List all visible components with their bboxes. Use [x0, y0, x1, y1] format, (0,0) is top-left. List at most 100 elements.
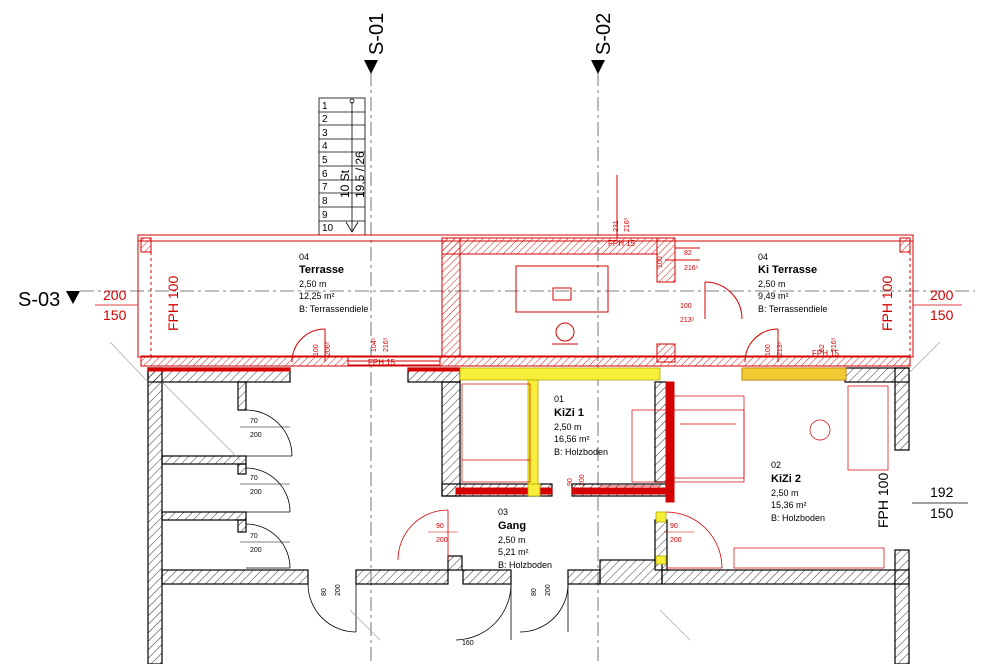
- svg-text:231: 231: [613, 220, 620, 232]
- svg-text:200: 200: [250, 432, 262, 439]
- svg-text:S-01: S-01: [366, 13, 388, 55]
- svg-text:FPH 15: FPH 15: [812, 349, 840, 358]
- svg-text:2,50 m: 2,50 m: [554, 422, 582, 432]
- svg-text:100: 100: [313, 344, 320, 356]
- staircase: [318, 97, 366, 236]
- svg-text:2,50 m: 2,50 m: [771, 488, 799, 498]
- svg-text:FPH 15: FPH 15: [608, 239, 636, 248]
- svg-text:04: 04: [299, 252, 309, 262]
- svg-text:Terrasse: Terrasse: [299, 264, 344, 276]
- svg-text:206⁵: 206⁵: [325, 341, 332, 356]
- svg-text:216⁵: 216⁵: [684, 265, 699, 272]
- doors: [245, 409, 569, 641]
- svg-text:B: Terrassendiele: B: Terrassendiele: [758, 304, 827, 314]
- svg-text:160: 160: [462, 640, 474, 647]
- svg-text:70: 70: [250, 533, 258, 540]
- svg-text:80: 80: [531, 588, 538, 596]
- svg-text:200: 200: [103, 287, 127, 303]
- new-walls: [459, 367, 847, 565]
- svg-text:B: Holzboden: B: Holzboden: [771, 513, 825, 523]
- svg-text:2,50 m: 2,50 m: [758, 279, 786, 289]
- svg-text:150: 150: [930, 505, 954, 521]
- svg-text:12,25 m²: 12,25 m²: [299, 291, 335, 301]
- svg-text:2: 2: [322, 114, 328, 125]
- svg-text:70: 70: [250, 475, 258, 482]
- svg-text:5: 5: [322, 155, 328, 166]
- svg-text:1: 1: [322, 101, 328, 112]
- svg-text:KiZi 1: KiZi 1: [554, 407, 584, 419]
- section-marker-s03: S-03: [18, 289, 80, 311]
- svg-text:216⁵: 216⁵: [383, 337, 390, 352]
- svg-text:100: 100: [765, 344, 772, 356]
- svg-text:100: 100: [680, 303, 692, 310]
- svg-text:10: 10: [322, 223, 334, 234]
- svg-text:200: 200: [579, 474, 586, 486]
- svg-text:90: 90: [436, 523, 444, 530]
- svg-text:150: 150: [103, 307, 127, 323]
- svg-text:200: 200: [335, 584, 342, 596]
- svg-text:8: 8: [322, 196, 328, 207]
- svg-text:B: Holzboden: B: Holzboden: [498, 560, 552, 570]
- svg-text:104⁵: 104⁵: [371, 337, 378, 352]
- svg-text:200: 200: [436, 537, 448, 544]
- svg-text:01: 01: [554, 394, 564, 404]
- doors-red: [397, 509, 723, 569]
- roof-lines: [109, 341, 941, 641]
- svg-text:213⁵: 213⁵: [777, 341, 784, 356]
- svg-text:4: 4: [322, 141, 328, 152]
- stair-ratio-label: 19,5 / 26: [353, 151, 367, 198]
- svg-text:S-03: S-03: [18, 289, 60, 311]
- svg-text:02: 02: [771, 460, 781, 470]
- svg-text:6: 6: [322, 169, 328, 180]
- svg-text:7: 7: [322, 182, 328, 193]
- svg-text:15,36 m²: 15,36 m²: [771, 500, 807, 510]
- svg-text:KiZi 2: KiZi 2: [771, 473, 801, 485]
- svg-text:150: 150: [930, 307, 954, 323]
- svg-text:192: 192: [930, 484, 954, 500]
- section-marker-s02: S-02: [591, 13, 615, 74]
- svg-text:213⁵: 213⁵: [680, 317, 695, 324]
- room-kizi2: 02 KiZi 2 2,50 m 15,36 m² B: Holzboden: [771, 460, 825, 523]
- svg-text:FPH 100: FPH 100: [875, 473, 891, 528]
- svg-text:90: 90: [670, 523, 678, 530]
- svg-text:FPH 100: FPH 100: [165, 276, 181, 331]
- terrace-outline: [137, 175, 914, 367]
- room-ki-terrasse: 04 Ki Terrasse 2,50 m 9,49 m² B: Terrass…: [758, 252, 827, 314]
- svg-text:9,49 m²: 9,49 m²: [758, 291, 789, 301]
- stair-step-numbers: 1 2 3 4 5 6 7 8 9 10: [322, 101, 334, 234]
- level-marks: 200 150 200 150 FPH 100 FPH 100 192 150 …: [95, 239, 968, 528]
- svg-text:2,50 m: 2,50 m: [498, 535, 526, 545]
- svg-text:Gang: Gang: [498, 520, 526, 532]
- furniture: [461, 383, 889, 569]
- svg-text:S-02: S-02: [593, 13, 615, 55]
- svg-text:9: 9: [322, 210, 328, 221]
- svg-text:70: 70: [250, 418, 258, 425]
- dimensions: 70 200 70 200 70 200 90 200 90 200 100 2…: [240, 217, 838, 647]
- svg-text:16,56 m²: 16,56 m²: [554, 434, 590, 444]
- svg-text:200: 200: [250, 489, 262, 496]
- svg-text:B: Terrassendiele: B: Terrassendiele: [299, 304, 368, 314]
- svg-text:82: 82: [684, 250, 692, 257]
- svg-text:FPH 100: FPH 100: [879, 276, 895, 331]
- room-kizi1: 01 KiZi 1 2,50 m 16,56 m² B: Holzboden: [554, 394, 608, 457]
- svg-text:04: 04: [758, 252, 768, 262]
- svg-text:100: 100: [657, 256, 664, 268]
- room-terrasse: 04 Terrasse 2,50 m 12,25 m² B: Terrassen…: [299, 252, 368, 314]
- svg-text:216⁵: 216⁵: [831, 337, 838, 352]
- svg-text:90: 90: [567, 478, 574, 486]
- svg-text:3: 3: [322, 128, 328, 139]
- svg-text:FPH 15: FPH 15: [368, 358, 396, 367]
- section-marker-s01: S-01: [364, 13, 388, 74]
- room-gang: 03 Gang 2,50 m 5,21 m² B: Holzboden: [498, 507, 552, 570]
- svg-text:Ki Terrasse: Ki Terrasse: [758, 264, 817, 276]
- svg-text:200: 200: [930, 287, 954, 303]
- svg-text:82: 82: [819, 344, 826, 352]
- svg-text:200: 200: [545, 584, 552, 596]
- svg-text:200: 200: [670, 537, 682, 544]
- svg-text:200: 200: [250, 547, 262, 554]
- svg-text:216⁵: 216⁵: [624, 217, 631, 232]
- svg-text:80: 80: [321, 588, 328, 596]
- svg-text:5,21 m²: 5,21 m²: [498, 547, 529, 557]
- svg-text:B: Holzboden: B: Holzboden: [554, 447, 608, 457]
